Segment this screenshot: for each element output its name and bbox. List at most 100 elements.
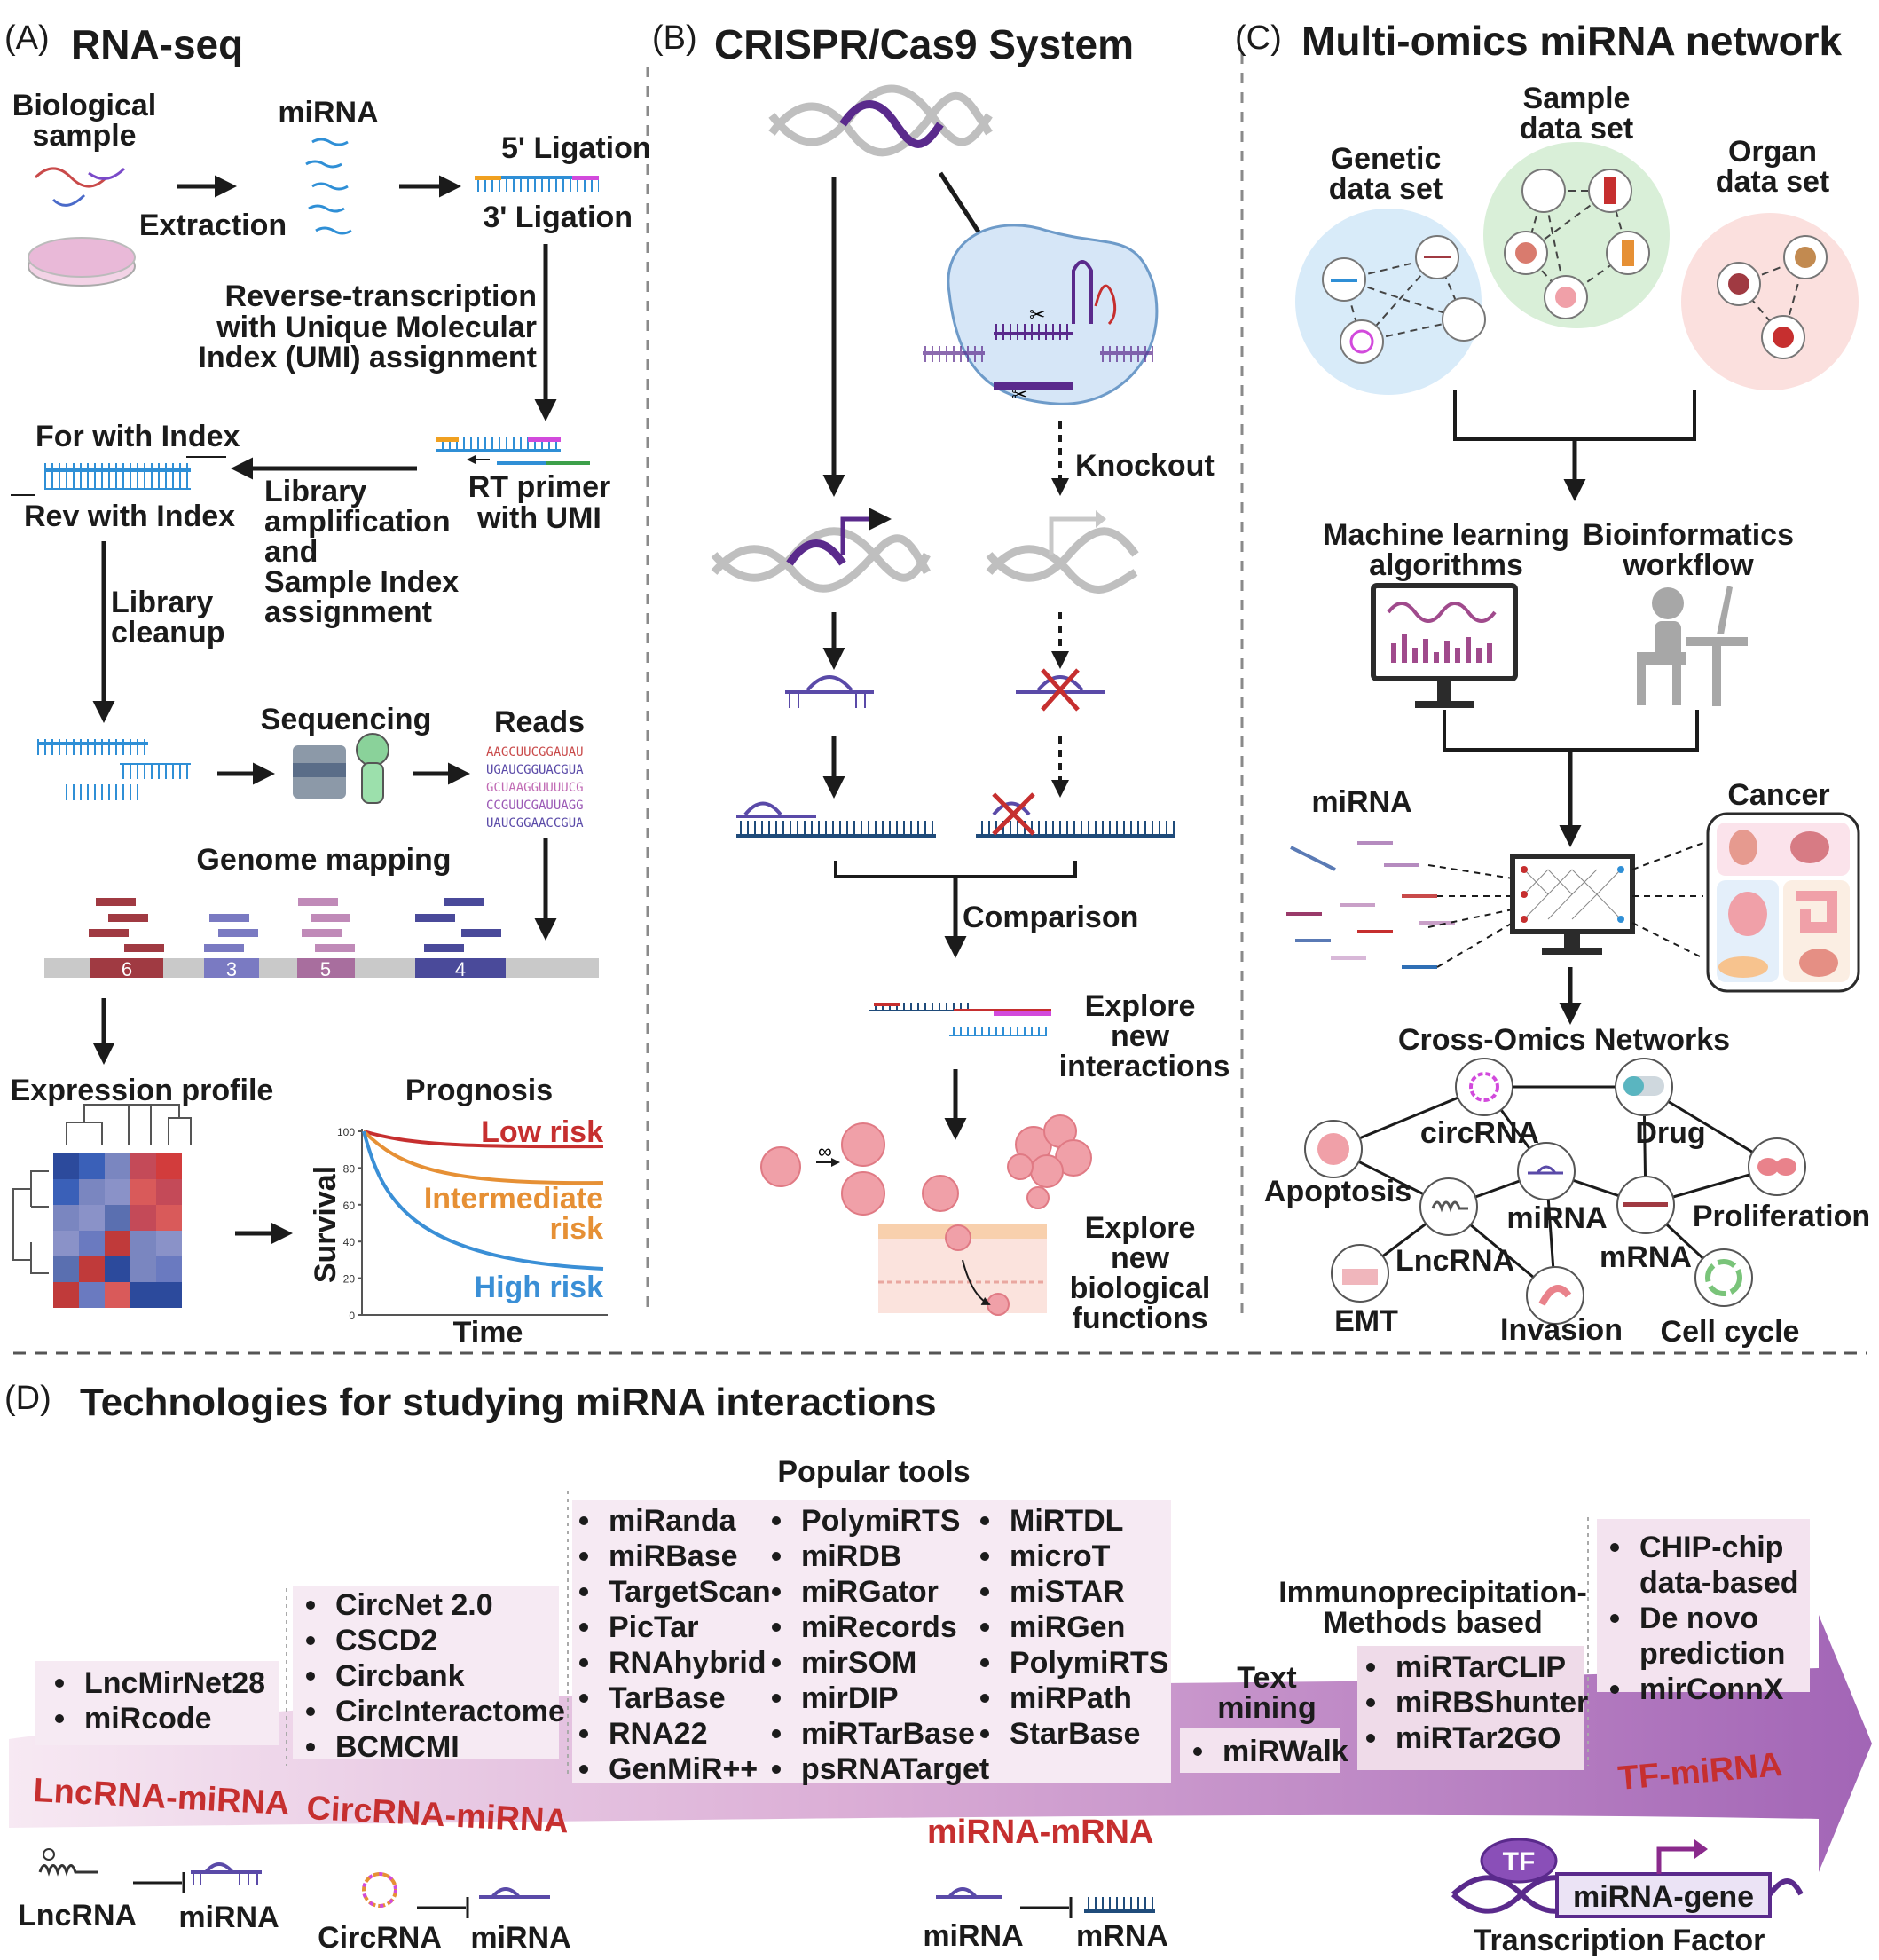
bullet-icon bbox=[579, 1729, 588, 1738]
count-label: 5 bbox=[320, 958, 331, 980]
heatmap-cell bbox=[130, 1205, 156, 1231]
popular-tools-heading: Popular tools bbox=[777, 1455, 970, 1489]
bullet-icon bbox=[980, 1729, 989, 1738]
bullet-icon bbox=[772, 1623, 781, 1632]
legend-mirna-gene: miRNA-gene bbox=[1573, 1880, 1754, 1914]
ligated-strand-icon bbox=[475, 176, 599, 192]
explore-functions-3: biological bbox=[1070, 1271, 1211, 1305]
prognosis-label: Prognosis bbox=[405, 1074, 553, 1107]
rev-index-label: Rev with Index bbox=[24, 500, 235, 533]
tool-name: StarBase bbox=[1010, 1717, 1140, 1751]
legend-transcription-factor: Transcription Factor bbox=[1474, 1924, 1765, 1957]
bullet-icon bbox=[579, 1587, 588, 1596]
ligation-5-label: 5' Ligation bbox=[501, 131, 651, 165]
node-label-circrna: circRNA bbox=[1420, 1116, 1539, 1150]
genetic-dataset-icon bbox=[1295, 209, 1486, 395]
bullet-icon bbox=[1610, 1614, 1619, 1623]
heatmap-cell bbox=[156, 1256, 182, 1282]
bullet-icon bbox=[306, 1743, 315, 1751]
survival-axis-label: Survival bbox=[309, 1166, 342, 1283]
rt-primer-label-1: RT primer bbox=[468, 470, 611, 504]
bullet-icon bbox=[772, 1729, 781, 1738]
tool-name: miRecords bbox=[801, 1610, 957, 1644]
text-mining-label-2: mining bbox=[1217, 1691, 1316, 1725]
cancer-organs-icon bbox=[1706, 812, 1860, 993]
bullet-icon bbox=[772, 1587, 781, 1596]
bio-sample-label-1: Biological bbox=[12, 89, 156, 122]
tool-name: CHIP-chip bbox=[1639, 1531, 1783, 1564]
y-tick-label: 0 bbox=[349, 1310, 355, 1322]
scissors-icon: ✂ bbox=[1011, 383, 1027, 405]
bioinfo-label-1: Bioinformatics bbox=[1583, 518, 1794, 552]
heatmap-cell bbox=[130, 1256, 156, 1282]
node-label-drug: Drug bbox=[1635, 1116, 1705, 1150]
node-label-mirna: miRNA bbox=[1506, 1201, 1607, 1235]
node-label-proliferation: Proliferation bbox=[1693, 1200, 1870, 1233]
tool-name: PolymiRTS bbox=[1010, 1646, 1168, 1680]
network-nodes bbox=[1304, 1058, 1806, 1325]
bullet-icon bbox=[980, 1623, 989, 1632]
reads-list: AAGCUUCGGAUAU UGAUCGGUACGUA GCUAAGGUUUUC… bbox=[486, 745, 584, 830]
circrna-inhibits-mirna-icon bbox=[362, 1872, 550, 1918]
bullet-icon bbox=[1366, 1698, 1375, 1707]
mirna-mrna-duplex-icon bbox=[736, 801, 936, 838]
extraction-label: Extraction bbox=[139, 209, 287, 242]
legend-mirna-2: miRNA bbox=[470, 1921, 570, 1955]
tool-name: mirConnX bbox=[1639, 1673, 1784, 1706]
legend-mirna-1: miRNA bbox=[178, 1901, 279, 1934]
mirna-inhibits-mrna-icon bbox=[936, 1887, 1155, 1918]
text-mining-label-1: Text bbox=[1237, 1661, 1296, 1695]
genetic-label-1: Genetic bbox=[1331, 142, 1442, 176]
tool-name: miRBase bbox=[609, 1539, 738, 1573]
legend-circrna: CircRNA bbox=[318, 1921, 442, 1955]
dna-helix-icon bbox=[768, 84, 993, 157]
ligation-3-label: 3' Ligation bbox=[483, 201, 633, 234]
tool-name: miRanda bbox=[609, 1504, 737, 1538]
tool-name: miRGen bbox=[1010, 1610, 1125, 1644]
invasion-node-icon bbox=[1526, 1266, 1584, 1325]
rt-label-3: Index (UMI) assignment bbox=[198, 341, 537, 374]
tool-name: CSCD2 bbox=[335, 1624, 437, 1657]
category-mirna-mrna: miRNA-mRNA bbox=[927, 1814, 1153, 1851]
panel-c-title: Multi-omics miRNA network bbox=[1301, 18, 1843, 64]
reads-label: Reads bbox=[494, 705, 585, 739]
heatmap-cell bbox=[53, 1205, 79, 1231]
low-risk-label: Low risk bbox=[481, 1115, 603, 1149]
panel-a-letter: (A) bbox=[4, 20, 50, 57]
mirna-label-c: miRNA bbox=[1311, 785, 1411, 819]
legend-tf: TF bbox=[1503, 1847, 1536, 1877]
bullet-icon bbox=[579, 1694, 588, 1703]
bullet-icon bbox=[980, 1587, 989, 1596]
node-label-lncrna: LncRNA bbox=[1395, 1244, 1514, 1278]
heatmap-cell bbox=[156, 1153, 182, 1179]
heatmap-cell bbox=[53, 1231, 79, 1256]
rt-label-2: with Unique Molecular bbox=[216, 311, 537, 344]
heatmap-cell bbox=[79, 1282, 105, 1308]
heatmap-cell bbox=[156, 1231, 182, 1256]
bullet-icon bbox=[1366, 1734, 1375, 1743]
heatmap-cell bbox=[156, 1179, 182, 1205]
tool-name: TarBase bbox=[609, 1681, 726, 1715]
heatmap-cell bbox=[105, 1231, 130, 1256]
bullet-icon bbox=[1610, 1685, 1619, 1694]
tool-name: miRWalk bbox=[1223, 1735, 1348, 1768]
tool-name: PolymiRTS bbox=[801, 1504, 960, 1538]
tool-name: CircInteractome bbox=[335, 1695, 565, 1728]
rt-label-1: Reverse-transcription bbox=[225, 279, 537, 313]
heatmap-cell bbox=[79, 1153, 105, 1179]
panel-d: (D) Technologies for studying miRNA inte… bbox=[4, 1380, 1872, 1957]
heatmap-cell bbox=[79, 1231, 105, 1256]
bullet-icon bbox=[306, 1707, 315, 1716]
tool-name: miRTar2GO bbox=[1395, 1721, 1561, 1755]
bullet-icon bbox=[1610, 1543, 1619, 1552]
bullet-icon bbox=[579, 1765, 588, 1774]
tool-name: MiRTDL bbox=[1010, 1504, 1123, 1538]
libamp-label-1: Library bbox=[264, 475, 366, 508]
bullet-icon bbox=[1366, 1663, 1375, 1672]
sequencer-icon bbox=[293, 733, 389, 804]
for-index-label: For with Index bbox=[35, 420, 240, 453]
immuno-label-1: Immunoprecipitation- bbox=[1278, 1576, 1587, 1610]
libamp-label-4: Sample Index bbox=[264, 565, 459, 599]
